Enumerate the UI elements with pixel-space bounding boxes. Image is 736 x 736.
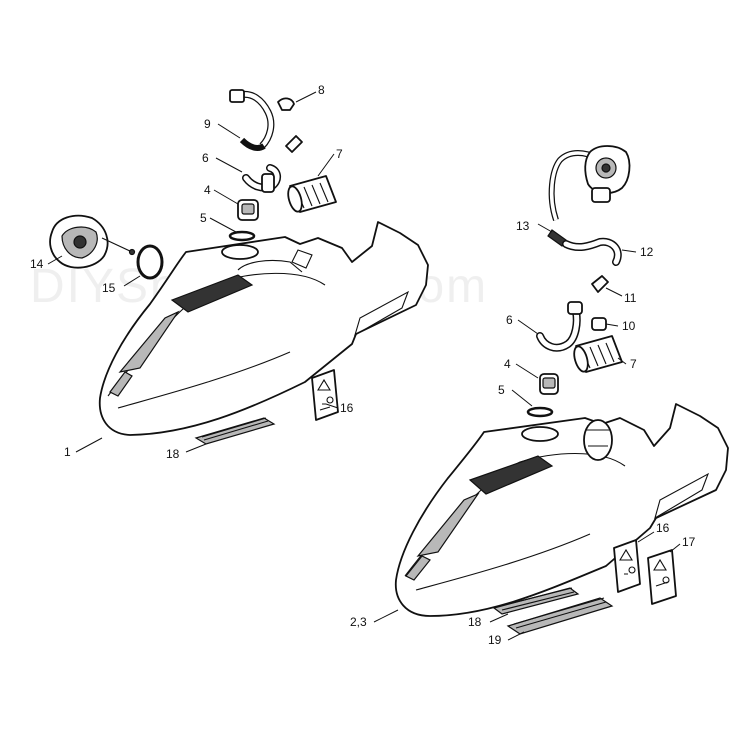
callout-8: 8 (318, 83, 325, 97)
callout-labels: 1 14 15 18 16 9 8 6 7 4 5 2,3 18 19 16 1… (30, 83, 696, 647)
callout-5-left: 5 (200, 211, 207, 225)
callout-16-left: 16 (340, 401, 354, 415)
callout-2-3: 2,3 (350, 615, 367, 629)
callout-6-right: 6 (506, 313, 513, 327)
oil-hose-12 (562, 237, 622, 266)
leader-lines (47, 91, 681, 641)
callout-1: 1 (64, 445, 71, 459)
left-tank-housing (98, 221, 429, 436)
callout-12: 12 (640, 245, 654, 259)
left-label-plate (194, 417, 276, 445)
callout-15: 15 (102, 281, 116, 295)
callout-13: 13 (516, 219, 530, 233)
callout-18-right: 18 (468, 615, 482, 629)
seal-5-right (526, 406, 554, 418)
callout-4-right: 4 (504, 357, 511, 371)
valve-10 (591, 317, 607, 331)
callout-7-right: 7 (630, 357, 637, 371)
callout-14: 14 (30, 257, 44, 271)
callout-6-left: 6 (202, 151, 209, 165)
callout-4-left: 4 (204, 183, 211, 197)
elbow-connector-8 (277, 97, 303, 153)
valve-4-left (237, 199, 259, 221)
right-tank-housing (394, 403, 729, 617)
hose-end-13 (547, 229, 567, 247)
callout-7-left: 7 (336, 147, 343, 161)
oil-hose-9 (229, 89, 275, 151)
callout-10: 10 (622, 319, 636, 333)
callout-19: 19 (488, 633, 502, 647)
callout-5-right: 5 (498, 383, 505, 397)
filter-7-right (573, 335, 623, 373)
seal-5-left (228, 230, 256, 242)
right-label-plate-19 (506, 597, 614, 635)
right-warning-decal-17 (647, 549, 677, 605)
suction-hose-6-right (536, 301, 583, 352)
right-label-plate-18 (492, 587, 580, 615)
valve-4-right (539, 373, 559, 395)
callout-16-right: 16 (656, 521, 670, 535)
callout-9: 9 (204, 117, 211, 131)
suction-hose-6 (242, 164, 281, 193)
elbow-connector-11 (591, 275, 609, 293)
oil-pump (49, 214, 136, 269)
oil-pump-assembly-right (548, 145, 631, 221)
callout-18-left: 18 (166, 447, 180, 461)
left-warning-decal (311, 369, 339, 421)
filter-7-left (287, 175, 337, 213)
callout-17: 17 (682, 535, 696, 549)
right-warning-decal-16 (613, 539, 641, 593)
o-ring-left (136, 244, 164, 280)
callout-11: 11 (624, 291, 637, 305)
